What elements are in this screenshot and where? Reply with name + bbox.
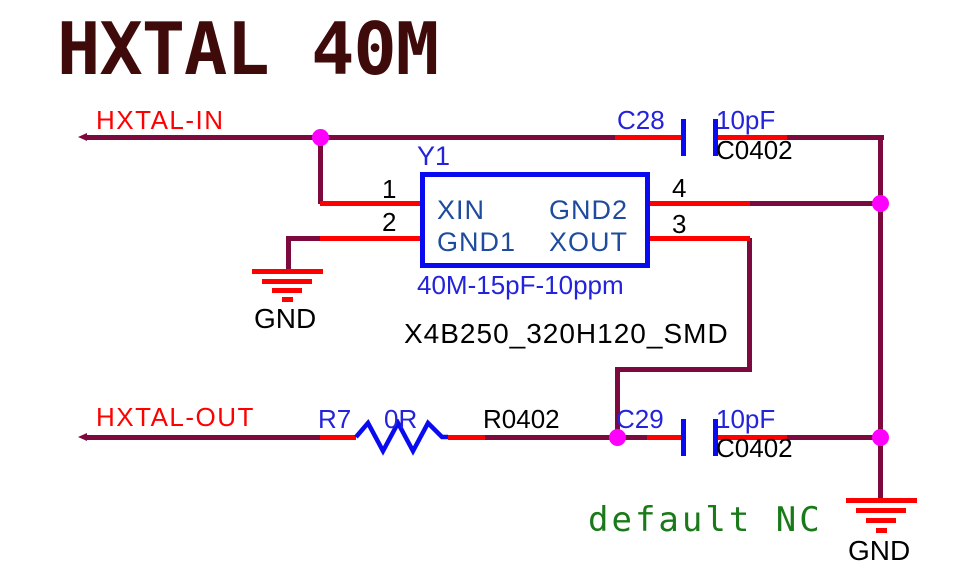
pin-name-xin: XIN (437, 195, 486, 225)
gnd-bar (282, 297, 293, 302)
pin-y1-2[interactable] (320, 236, 420, 241)
pin-c29-2[interactable] (718, 435, 787, 440)
c28-value: 10pF (716, 105, 776, 135)
wire-end-tip (78, 433, 87, 441)
pin-r7-2[interactable] (448, 435, 485, 440)
resistor-r7-symbol[interactable] (352, 419, 452, 456)
junction-dot[interactable] (609, 429, 626, 446)
wire-to-gnd-left[interactable] (286, 238, 291, 271)
c29-footprint: C0402 (716, 433, 793, 463)
crystal-y1-value: 40M-15pF-10ppm (417, 270, 624, 300)
crystal-y1-designator: Y1 (417, 141, 451, 171)
pin-number-3: 3 (672, 209, 687, 239)
wire-right-vertical[interactable] (878, 135, 883, 500)
wire-segment[interactable] (485, 435, 647, 440)
c28-footprint: C0402 (716, 135, 793, 165)
pin-number-4: 4 (672, 173, 687, 203)
c28-designator: C28 (617, 105, 665, 135)
wire-segment[interactable] (318, 137, 323, 204)
pin-c28-1[interactable] (615, 135, 681, 140)
wire-segment[interactable] (615, 367, 752, 372)
pin-r7-1[interactable] (320, 435, 356, 440)
crystal-y1-body[interactable] (420, 172, 650, 268)
pin-name-gnd1: GND1 (437, 227, 517, 257)
pin-y1-3[interactable] (650, 236, 750, 241)
pin-c28-2[interactable] (718, 135, 787, 140)
gnd-bar (272, 288, 302, 293)
wire-segment[interactable] (615, 369, 620, 440)
pin-name-xout: XOUT (549, 227, 629, 257)
r7-footprint: R0402 (483, 404, 560, 434)
net-label-hxtal-out[interactable]: HXTAL-OUT (96, 402, 255, 432)
pin-c29-1[interactable] (647, 435, 681, 440)
gnd-bar (876, 528, 887, 533)
wire-hxtal-in[interactable] (86, 135, 615, 140)
note-default-nc: default NC (588, 500, 823, 540)
gnd-bar (866, 518, 896, 523)
gnd-bar (856, 508, 906, 513)
pin-y1-1[interactable] (320, 201, 420, 206)
pin-number-2: 2 (382, 207, 397, 237)
pin-name-gnd2: GND2 (549, 195, 629, 225)
wire-segment[interactable] (787, 135, 884, 140)
wire-segment[interactable] (787, 435, 879, 440)
gnd-bar (252, 269, 323, 274)
cap-plate (713, 119, 718, 156)
r7-designator: R7 (318, 404, 352, 434)
r7-value: 0R (384, 404, 418, 434)
wire-segment[interactable] (750, 201, 880, 206)
pin-y1-4[interactable] (650, 201, 750, 206)
pin-number-1: 1 (382, 174, 397, 204)
schematic-title: HXTAL 40M (57, 7, 439, 91)
cap-plate (713, 419, 718, 456)
net-label-hxtal-in[interactable]: HXTAL-IN (96, 105, 225, 135)
cap-plate (681, 419, 686, 456)
c29-designator: C29 (616, 404, 664, 434)
junction-dot[interactable] (872, 195, 889, 212)
junction-dot[interactable] (312, 129, 329, 146)
wire-end-tip (78, 133, 87, 141)
cap-plate (681, 119, 686, 156)
gnd-bar (262, 279, 312, 284)
wire-xout-vertical[interactable] (747, 238, 752, 370)
junction-dot[interactable] (872, 429, 889, 446)
c29-value: 10pF (716, 404, 776, 434)
gnd-label-left: GND (254, 303, 317, 334)
wire-hxtal-out[interactable] (86, 435, 320, 440)
gnd-bar (846, 498, 917, 503)
gnd-label-right: GND (848, 535, 911, 566)
wire-segment[interactable] (286, 236, 322, 241)
crystal-y1-footprint: X4B250_320H120_SMD (404, 318, 729, 349)
